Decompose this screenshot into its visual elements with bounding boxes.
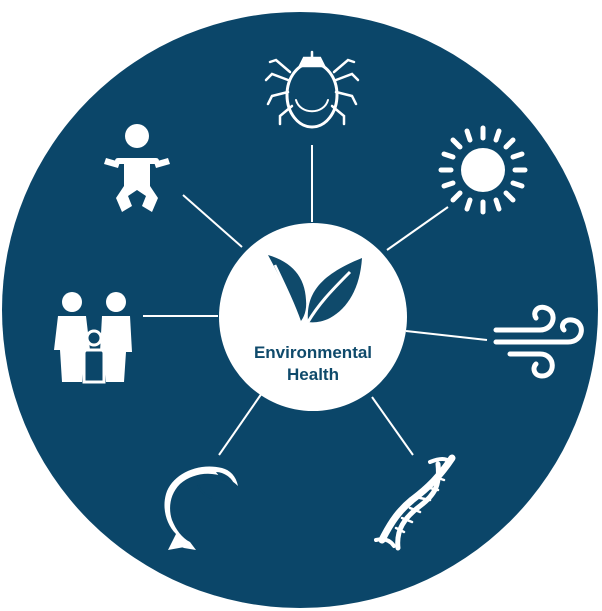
sun-icon (438, 125, 528, 215)
baby-icon (104, 124, 170, 212)
connector-fish (218, 392, 263, 456)
connector-wind (405, 330, 488, 341)
family-icon (54, 292, 132, 384)
center-label-line1: Environmental (254, 343, 372, 362)
fish-icon (164, 466, 238, 550)
connector-sun (386, 206, 449, 251)
wind-icon (493, 304, 584, 379)
connector-lines (143, 145, 488, 456)
connector-dna (371, 396, 414, 456)
leaf-icon (268, 255, 362, 323)
center-label-line2: Health (287, 365, 339, 384)
tick-icon (264, 50, 360, 129)
dna-icon (374, 454, 456, 551)
connector-baby (182, 194, 243, 248)
